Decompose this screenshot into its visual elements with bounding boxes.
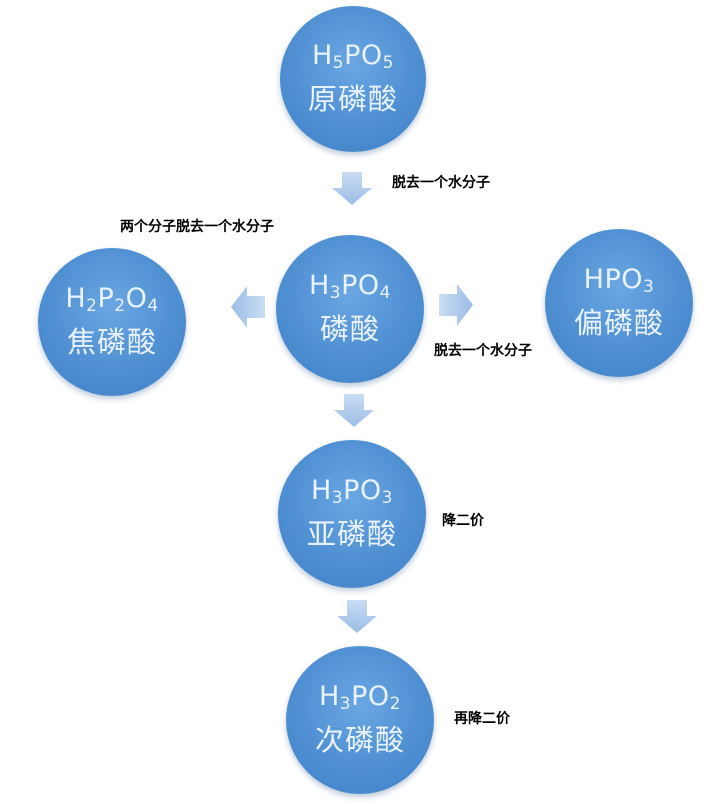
arrow-left xyxy=(231,286,265,328)
arrow-down-1 xyxy=(332,172,372,205)
arrow-down-3 xyxy=(337,600,377,633)
formula-h3po2: H3PO2 xyxy=(318,681,401,714)
arrow-right xyxy=(439,284,473,326)
label-top-dehydrate: 脱去一个水分子 xyxy=(392,175,490,191)
formula-hpo3: HPO3 xyxy=(583,264,655,297)
formula-h2p2o4: H2P2O4 xyxy=(65,283,159,316)
formula-h3po4: H3PO4 xyxy=(308,270,391,303)
name-orthophosphoric: 原磷酸 xyxy=(307,82,398,116)
node-metaphosphoric-acid: HPO3 偏磷酸 xyxy=(545,229,693,377)
arrow-down-2 xyxy=(334,394,374,427)
name-pyrophosphoric: 焦磷酸 xyxy=(66,325,157,359)
name-metaphosphoric: 偏磷酸 xyxy=(573,306,664,340)
name-hypophosphorous: 次磷酸 xyxy=(314,723,405,757)
node-hypophosphorous-acid: H3PO2 次磷酸 xyxy=(286,646,434,794)
node-phosphoric-acid: H3PO4 磷酸 xyxy=(276,235,424,383)
node-pyrophosphoric-acid: H2P2O4 焦磷酸 xyxy=(38,248,186,396)
label-right-dehydrate: 脱去一个水分子 xyxy=(434,343,532,359)
name-phosphoric: 磷酸 xyxy=(319,312,380,346)
label-left-condense: 两个分子脱去一个水分子 xyxy=(120,219,274,235)
formula-h3po3: H3PO3 xyxy=(310,475,393,508)
node-phosphorous-acid: H3PO3 亚磷酸 xyxy=(278,440,426,588)
formula-h5po5: H5PO5 xyxy=(311,40,394,73)
node-orthophosphoric-acid: H5PO5 原磷酸 xyxy=(280,6,426,152)
label-reduce-two: 降二价 xyxy=(442,513,484,529)
name-phosphorous: 亚磷酸 xyxy=(306,517,397,551)
label-reduce-two-again: 再降二价 xyxy=(454,711,510,727)
